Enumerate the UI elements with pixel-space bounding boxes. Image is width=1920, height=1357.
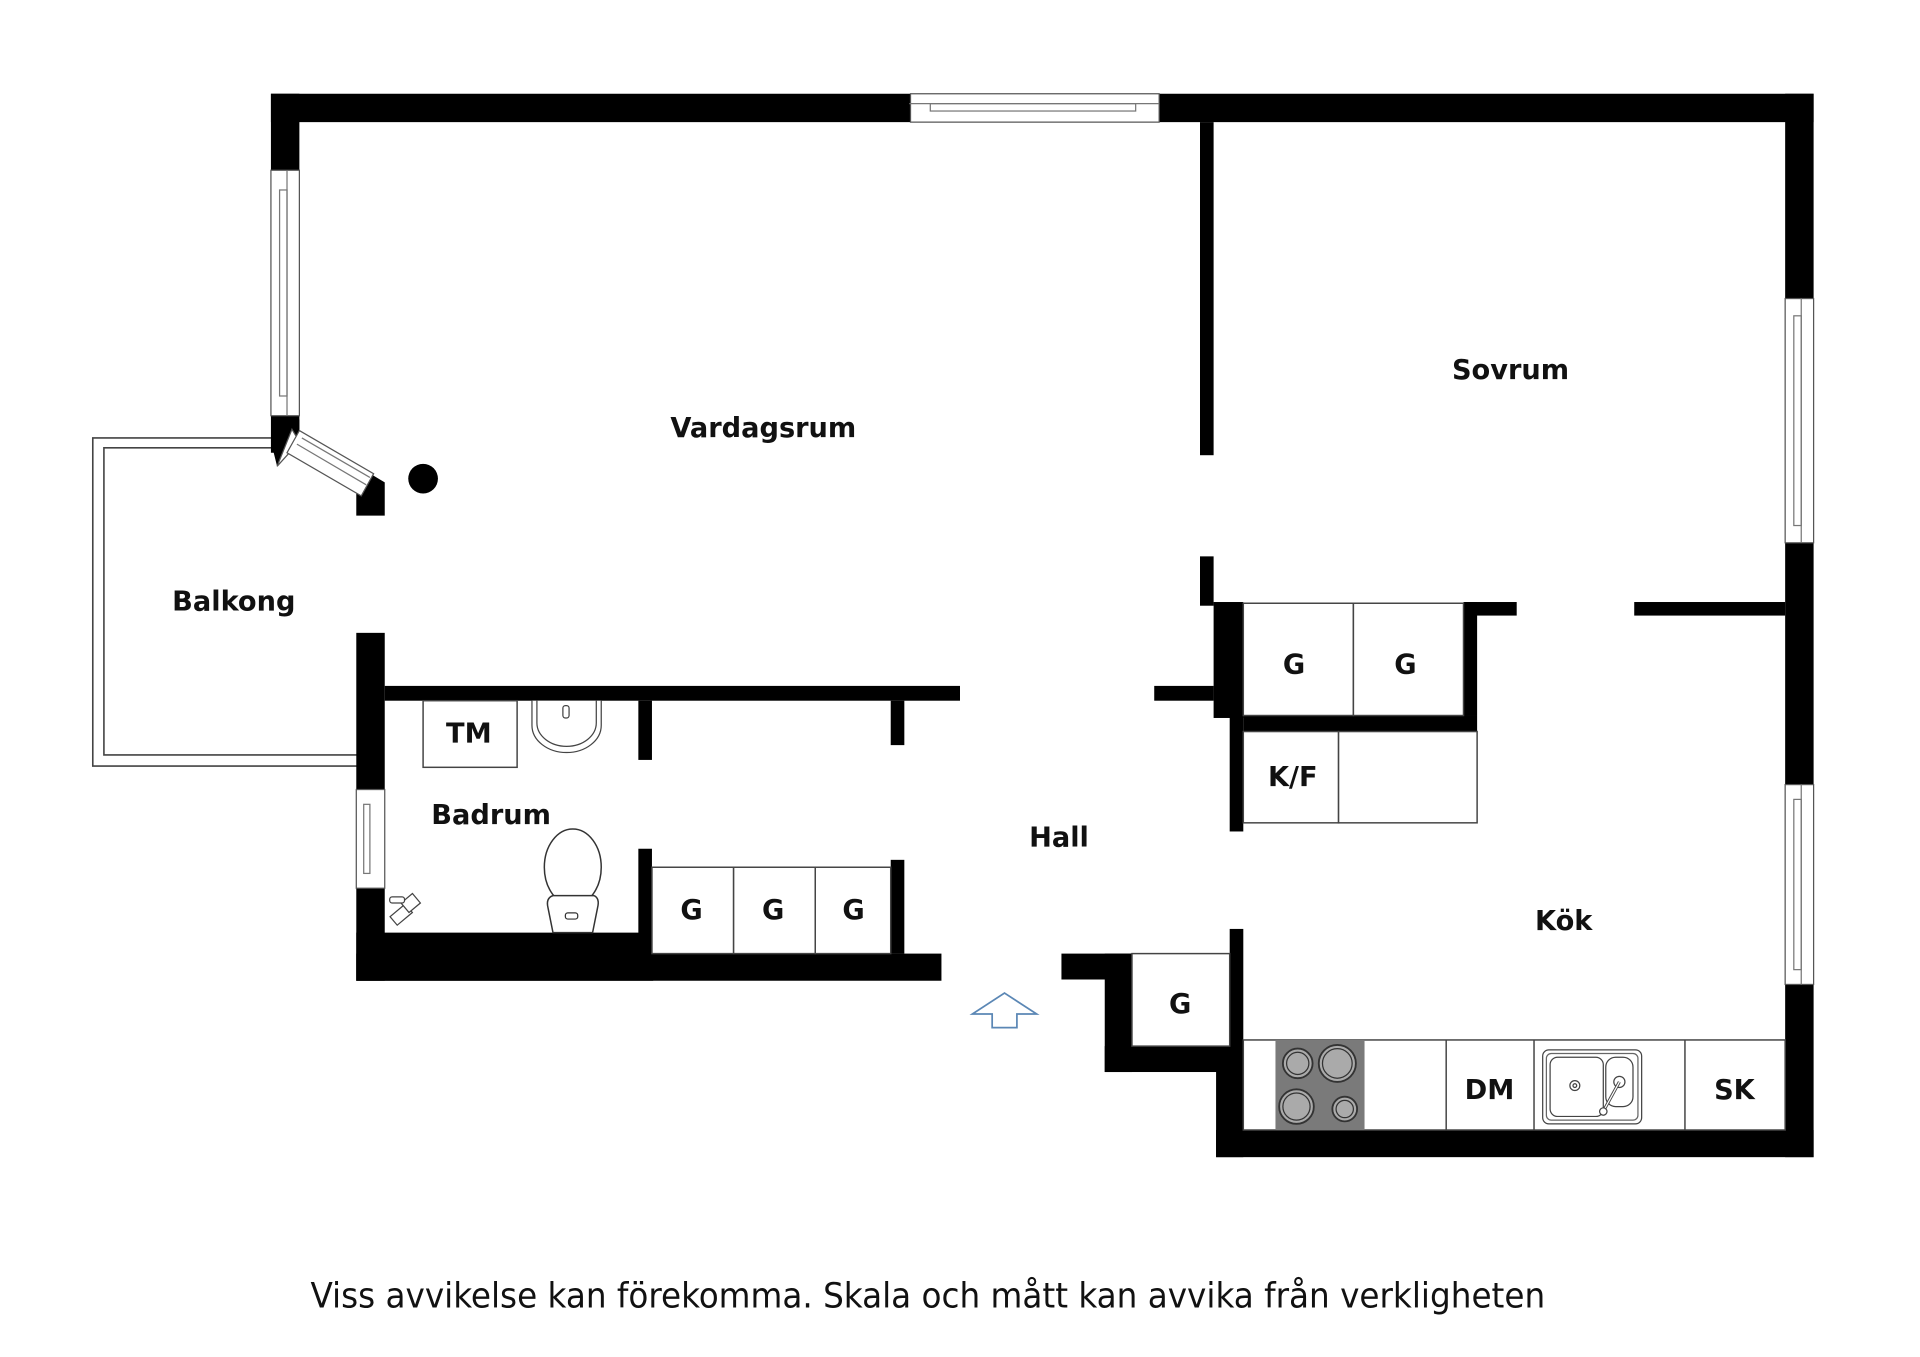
walls	[270, 93, 1814, 1158]
window-bathroom	[355, 788, 386, 889]
room-label-badrum: Badrum	[431, 800, 551, 831]
window-right-sovrum	[1784, 297, 1815, 544]
room-label-hall: Hall	[1029, 822, 1089, 853]
unit-label-fridge-freezer: K/F	[1268, 762, 1318, 793]
window-left	[270, 169, 300, 417]
window-right-kok	[1784, 783, 1815, 986]
unit-label-wardrobe: G	[680, 895, 702, 926]
shower-icon	[389, 892, 422, 927]
unit-label-dishwasher: DM	[1465, 1075, 1515, 1106]
room-label-vardagsrum: Vardagsrum	[670, 413, 856, 444]
unit-label-wardrobe: G	[1283, 650, 1305, 681]
toilet-icon	[543, 828, 602, 934]
entrance-arrow-icon[interactable]	[969, 992, 1040, 1029]
column-icon	[408, 463, 438, 494]
unit-label-wardrobe: G	[1394, 650, 1416, 681]
windows	[270, 93, 1815, 986]
unit-label-wardrobe: G	[842, 895, 864, 926]
unit-label-wardrobe: G	[762, 895, 784, 926]
sink-icon	[1542, 1049, 1643, 1125]
unit-label-cabinet: SK	[1714, 1075, 1756, 1106]
disclaimer-text: Viss avvikelse kan förekomma. Skala och …	[311, 1276, 1546, 1316]
balcony-outline	[91, 437, 359, 767]
unit-label-wardrobe: G	[1169, 989, 1191, 1020]
room-label-balkong: Balkong	[172, 587, 295, 618]
room-label-kok: Kök	[1535, 906, 1593, 937]
washbasin-icon	[531, 700, 602, 754]
window-bay	[276, 427, 375, 497]
window-top	[909, 93, 1160, 123]
stove-icon	[1275, 1039, 1365, 1131]
room-label-sovrum: Sovrum	[1452, 355, 1569, 386]
unit-label-tm: TM	[446, 719, 492, 750]
